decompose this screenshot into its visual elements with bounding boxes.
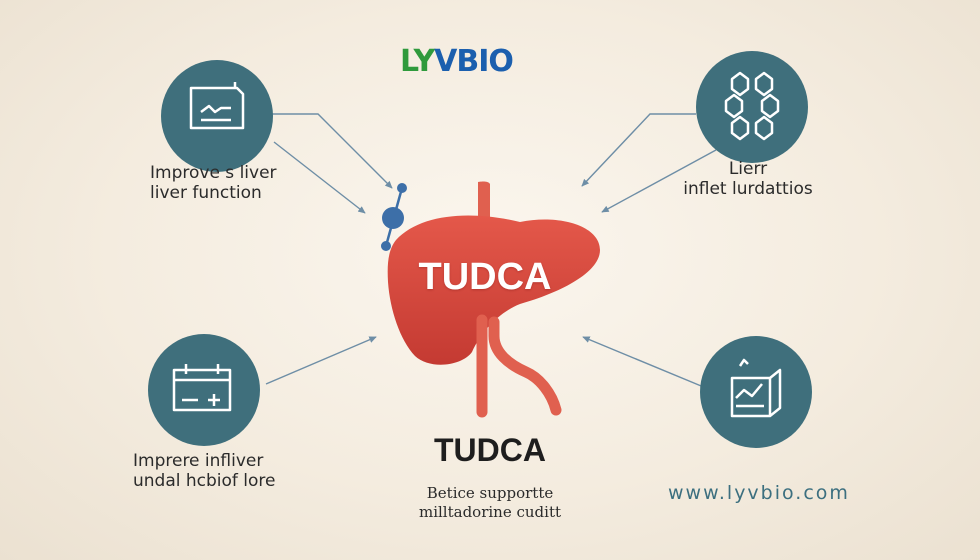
molecule-icon xyxy=(381,183,407,251)
liver-shape xyxy=(387,215,600,365)
node-label-line: Improve s liver xyxy=(150,163,277,183)
arrow-top-right-2 xyxy=(601,149,717,213)
node-circle-top-right xyxy=(696,51,808,163)
node-label-line: undal hcbiof lore xyxy=(133,471,276,491)
node-label-line: liver function xyxy=(150,183,262,203)
liver-label: TUDCA xyxy=(418,256,552,298)
node-label-top-right: Lierr inflet lurdattios xyxy=(682,159,814,199)
arrow-top-right-1 xyxy=(581,113,696,187)
molecule-structure-icon xyxy=(724,71,780,141)
arrow-top-left-2 xyxy=(273,141,366,214)
node-label-line: inflet lurdattios xyxy=(683,179,813,199)
node-circle-top-left xyxy=(161,60,273,172)
node-label-bottom-left: Imprere infliver undal hcbiof lore xyxy=(133,451,276,491)
website-link[interactable]: www.lyvbio.com xyxy=(668,482,850,504)
subtitle-line: Betice supportte xyxy=(426,484,554,502)
subtitle-line: milltadorine cuditt xyxy=(418,503,561,521)
node-label-line: Imprere infliver xyxy=(133,451,264,471)
calendar-add-icon xyxy=(172,364,232,412)
node-label-line: Lierr xyxy=(728,159,768,179)
arrow-top-left-1 xyxy=(272,113,393,189)
arrow-bottom-right xyxy=(582,336,707,389)
box-chart-icon xyxy=(730,358,782,418)
arrow-bottom-left xyxy=(265,336,377,385)
brand-logo: LYVBIO xyxy=(400,42,545,82)
node-circle-bottom-right xyxy=(700,336,812,448)
subtitle: Betice supportte milltadorine cuditt xyxy=(395,484,585,522)
node-circle-bottom-left xyxy=(148,334,260,446)
node-label-top-left: Improve s liver liver function xyxy=(150,163,277,203)
logo-text-green: LY xyxy=(400,44,435,79)
document-chart-icon xyxy=(189,82,245,130)
logo-text-blue: VBIO xyxy=(434,44,514,79)
page-title: TUDCA xyxy=(434,432,546,468)
vessel-lower xyxy=(476,314,562,418)
